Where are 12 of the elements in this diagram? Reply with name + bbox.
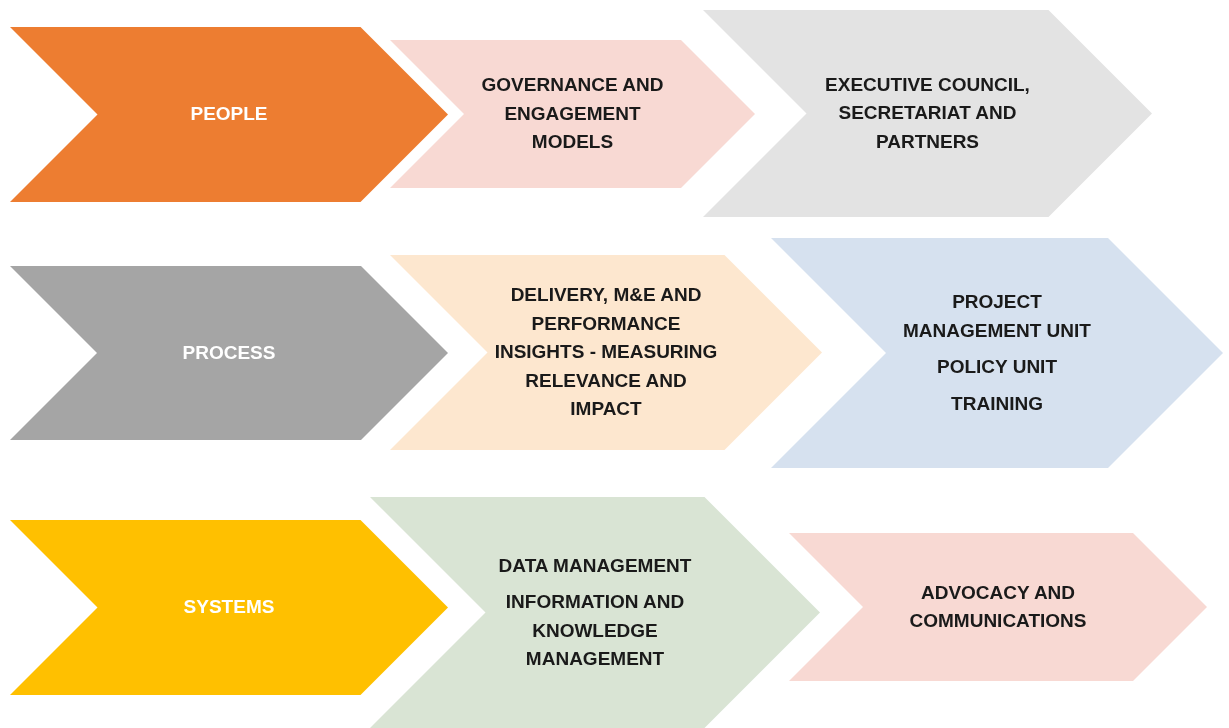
chevron-label: EXECUTIVE COUNCIL, SECRETARIAT AND PARTNERS	[824, 72, 1031, 154]
chevron-label: SYSTEMS	[183, 595, 275, 620]
chevron-label: DATA MANAGEMENT	[498, 553, 692, 578]
chevron-label: PROJECT MANAGEMENT UNIT	[902, 290, 1092, 343]
chevron-label: INFORMATION AND KNOWLEDGE MANAGEMENT	[504, 590, 686, 671]
chevron-label: POLICY UNIT	[937, 355, 1057, 379]
chevron-label: PEOPLE	[190, 102, 268, 127]
chevron-label: DELIVERY, M&E AND PERFORMANCE INSIGHTS - MEASURING RELEVANCE AND IMPACT	[493, 283, 719, 422]
chevron-label: TRAINING	[951, 391, 1043, 416]
chevron-label: ADVOCACY AND COMMUNICATIONS	[908, 580, 1088, 633]
chevron-label: GOVERNANCE AND ENGAGEMENT MODELS	[480, 73, 665, 155]
chevron-label: PROCESS	[182, 340, 276, 365]
